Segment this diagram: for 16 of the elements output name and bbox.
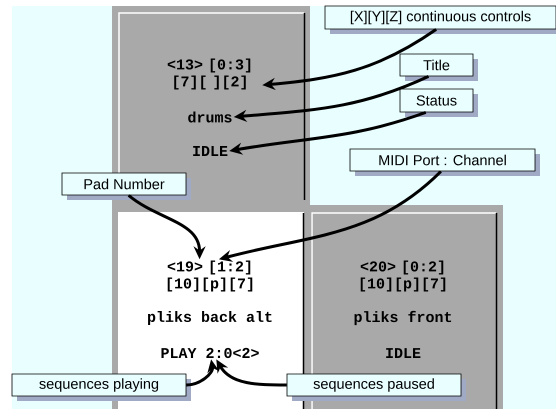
callout-box: Pad Number bbox=[62, 172, 191, 200]
callout-box: Status bbox=[400, 88, 478, 117]
callout-box: [X][Y][Z] continuous controls bbox=[324, 6, 556, 34]
pad-text: PLAY 2:0<2> bbox=[161, 348, 259, 358]
callout-box: sequences paused bbox=[286, 374, 466, 401]
pad-text: pliks front bbox=[354, 310, 452, 326]
pad-text: pliks back alt bbox=[148, 311, 272, 325]
pad-text: drums bbox=[188, 112, 232, 122]
pad-text: IDLE bbox=[386, 348, 420, 358]
pad-text: IDLE bbox=[193, 146, 228, 156]
pad-text: <20> [0:2] [10][p][7] bbox=[360, 260, 446, 292]
callout-box: Title bbox=[400, 54, 478, 81]
callout-box: MIDI Port : Channel bbox=[350, 148, 540, 176]
callout-box: sequences playing bbox=[12, 374, 191, 401]
pad-text: <13> [0:3] [7][ ][2] bbox=[168, 58, 250, 90]
pad-text: <19> [1:2] [10][p][7] bbox=[168, 260, 252, 292]
